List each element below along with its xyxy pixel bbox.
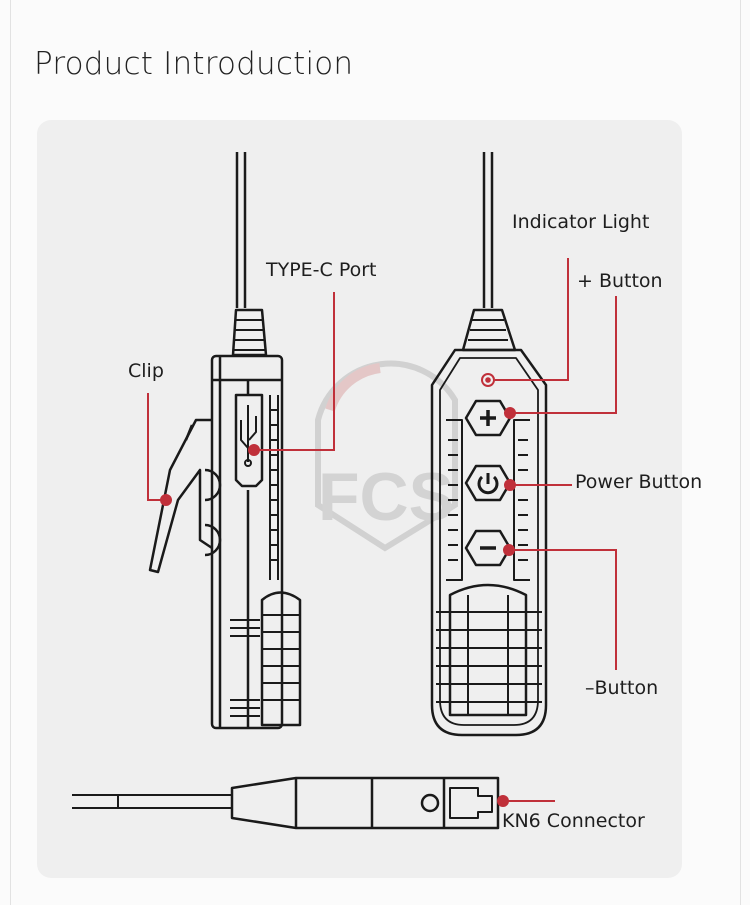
- fcs-watermark-logo: FCS: [315, 360, 458, 552]
- label-clip: Clip: [128, 360, 164, 382]
- label-minus-button: –Button: [585, 677, 659, 699]
- clip-callout: [147, 393, 172, 506]
- plus-button-shape: [464, 399, 512, 437]
- type-c-callout: [248, 292, 335, 456]
- indicator-light-callout: [481, 258, 569, 387]
- label-type-c-port: TYPE-C Port: [266, 259, 377, 281]
- kn6-callout: [497, 795, 555, 807]
- kn6-connector-drawing: [72, 776, 500, 830]
- label-indicator-light: Indicator Light: [512, 211, 650, 233]
- power-button-callout: [504, 479, 572, 491]
- usb-port: [234, 393, 264, 488]
- page-edge-left: [10, 0, 11, 905]
- front-view-device: [430, 152, 548, 737]
- plus-button-callout: [504, 296, 617, 419]
- label-power-button: Power Button: [575, 471, 703, 493]
- page-title: Product Introduction: [34, 46, 354, 82]
- page-edge-right: [740, 0, 741, 905]
- minus-button-callout: [503, 544, 617, 670]
- power-button-shape: [464, 464, 512, 502]
- minus-button-shape: [464, 529, 512, 567]
- side-view-device: [148, 152, 302, 730]
- label-kn6-connector: KN6 Connector: [502, 810, 645, 832]
- label-plus-button: + Button: [577, 270, 663, 292]
- svg-text:FCS: FCS: [318, 459, 454, 535]
- diagram-panel: [37, 120, 682, 878]
- clip-shape: [148, 418, 213, 574]
